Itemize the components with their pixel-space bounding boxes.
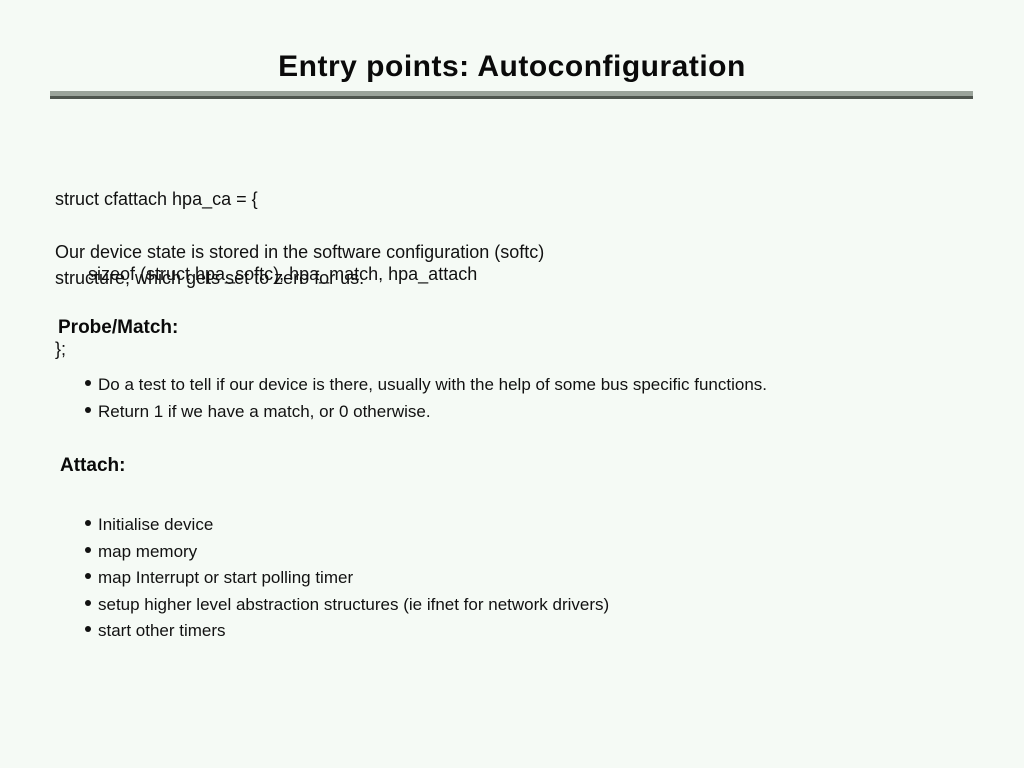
bullet-icon xyxy=(85,407,91,413)
list-item: start other timers xyxy=(85,618,609,645)
bullet-icon xyxy=(85,520,91,526)
list-item-text: Do a test to tell if our device is there… xyxy=(98,375,768,394)
list-item: Initialise device xyxy=(85,512,609,539)
code-line: sizeof (struct hpa_softc), hpa_match, hp… xyxy=(88,264,478,284)
list-item-text: map Interrupt or start polling timer xyxy=(98,568,354,587)
list-item-text: map memory xyxy=(98,541,198,561)
list-item-text: Return 1 if we have a match, or 0 otherw… xyxy=(98,402,431,421)
bullet-icon xyxy=(85,599,91,606)
slide-title: Entry points: Autoconfiguration xyxy=(278,50,746,83)
list-item-text: Initialise device xyxy=(98,515,214,534)
list-item-text: setup higher level abstraction structure… xyxy=(98,594,610,614)
bullet-icon xyxy=(85,546,91,553)
probe-match-heading: Probe/Match: xyxy=(58,317,179,338)
bullet-icon xyxy=(85,626,91,632)
attach-list: Initialise device map memory map Interru… xyxy=(85,512,609,645)
intro-line: Our device state is stored in the softwa… xyxy=(55,242,545,262)
bullet-icon xyxy=(85,573,91,579)
list-item: setup higher level abstraction structure… xyxy=(85,592,609,619)
list-item: Return 1 if we have a match, or 0 otherw… xyxy=(85,398,767,425)
probe-match-list: Do a test to tell if our device is there… xyxy=(85,371,767,425)
code-line: struct cfattach hpa_ca = { xyxy=(55,189,258,209)
list-item: map memory xyxy=(85,539,609,566)
intro-paragraph: Our device state is stored in the softwa… xyxy=(55,239,544,291)
list-item: Do a test to tell if our device is there… xyxy=(85,371,767,398)
list-item: map Interrupt or start polling timer xyxy=(85,565,609,592)
code-line: }; xyxy=(55,339,67,359)
intro-line: structure, which gets set to zero for us… xyxy=(55,268,365,288)
title-divider xyxy=(50,91,973,99)
bullet-icon xyxy=(85,380,91,386)
list-item-text: start other timers xyxy=(98,621,226,640)
code-block: struct cfattach hpa_ca = { sizeof (struc… xyxy=(55,137,477,412)
attach-heading: Attach: xyxy=(60,455,126,476)
